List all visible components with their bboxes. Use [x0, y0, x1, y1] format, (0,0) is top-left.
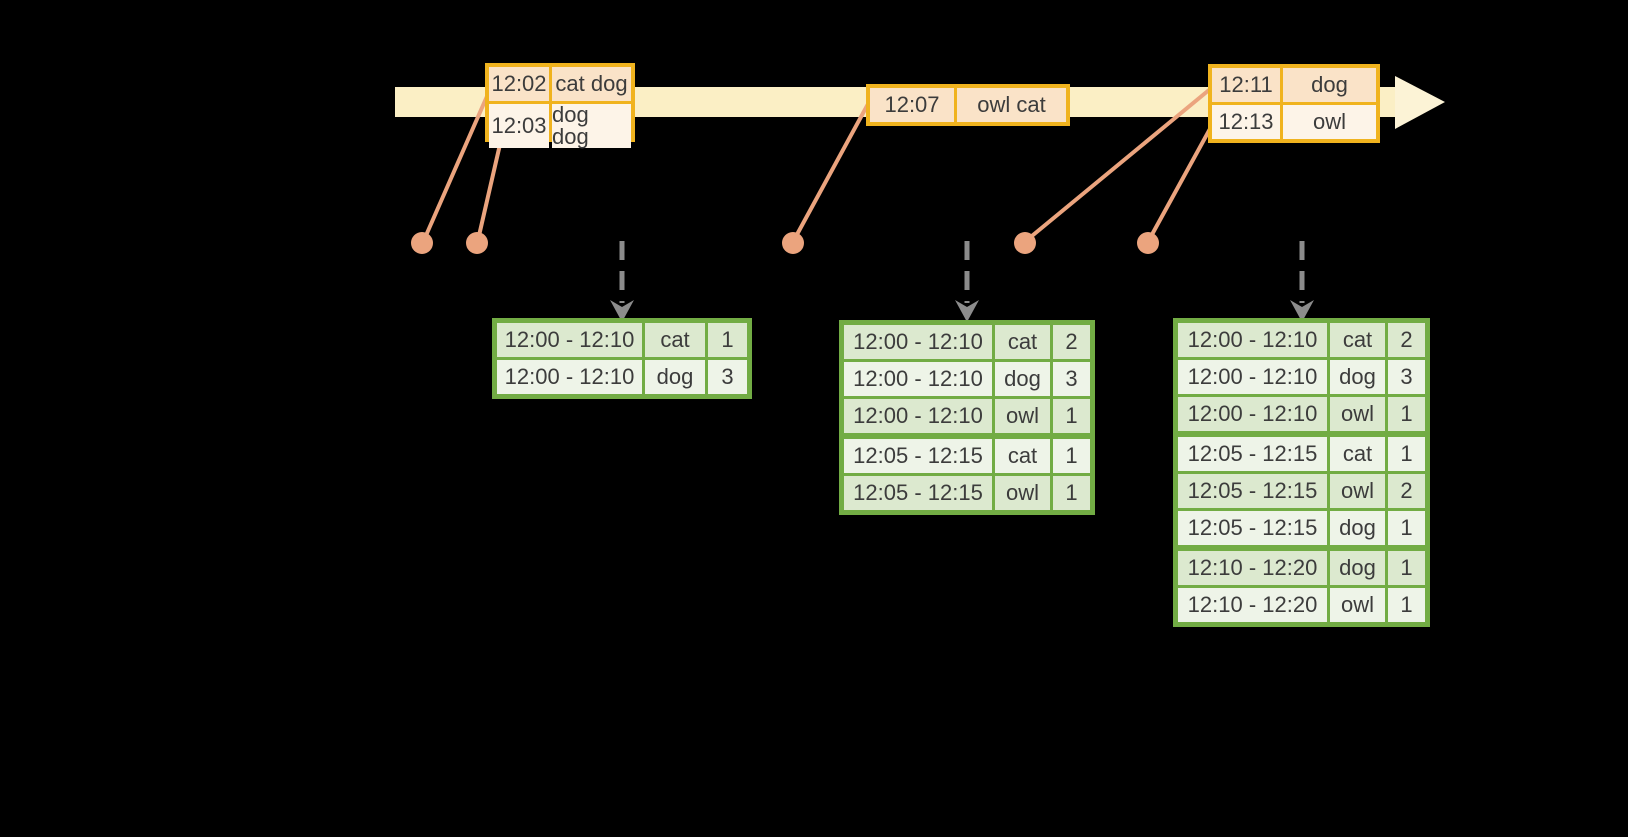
window-cell: 12:00 - 12:10 — [844, 399, 992, 433]
event-time-cell: 12:03 — [489, 104, 549, 148]
event-dot-icon — [782, 232, 804, 254]
word-cell: cat — [645, 323, 705, 357]
count-cell: 3 — [1388, 360, 1425, 394]
window-cell: 12:00 - 12:10 — [844, 362, 992, 396]
event-words-cell: owl — [1283, 105, 1376, 139]
word-cell: owl — [995, 399, 1050, 433]
count-cell: 1 — [1388, 511, 1425, 545]
word-cell: owl — [1330, 474, 1385, 508]
word-cell: dog — [1330, 551, 1385, 585]
event-connector — [476, 139, 503, 241]
count-cell: 1 — [1388, 397, 1425, 431]
window-cell: 12:05 - 12:15 — [1178, 437, 1327, 471]
event-connector — [1147, 126, 1213, 241]
count-cell: 2 — [1053, 325, 1090, 359]
count-cell: 1 — [1053, 439, 1090, 473]
word-cell: dog — [995, 362, 1050, 396]
trigger-arrow-icon — [955, 241, 979, 322]
window-cell: 12:05 - 12:15 — [1178, 474, 1327, 508]
word-cell: cat — [995, 325, 1050, 359]
event-words-cell: dog dog — [552, 104, 631, 148]
event-dot-icon — [466, 232, 488, 254]
event-connector — [422, 93, 490, 241]
word-cell: cat — [995, 439, 1050, 473]
window-cell: 12:00 - 12:10 — [497, 360, 642, 394]
window-cell: 12:00 - 12:10 — [1178, 323, 1327, 357]
count-cell: 1 — [1388, 588, 1425, 622]
count-cell: 2 — [1388, 474, 1425, 508]
count-cell: 3 — [1053, 362, 1090, 396]
event-connector — [792, 103, 870, 241]
window-cell: 12:05 - 12:15 — [844, 439, 992, 473]
word-cell: dog — [1330, 360, 1385, 394]
event-words-cell: cat dog — [552, 67, 631, 101]
event-time-cell: 12:07 — [870, 88, 954, 122]
event-dot-icon — [411, 232, 433, 254]
count-cell: 2 — [1388, 323, 1425, 357]
word-cell: owl — [995, 476, 1050, 510]
word-cell: dog — [645, 360, 705, 394]
word-cell: owl — [1330, 397, 1385, 431]
window-cell: 12:05 - 12:15 — [1178, 511, 1327, 545]
word-cell: cat — [1330, 437, 1385, 471]
window-cell: 12:00 - 12:10 — [844, 325, 992, 359]
window-cell: 12:05 - 12:15 — [844, 476, 992, 510]
event-words-cell: dog — [1283, 68, 1376, 102]
event-time-cell: 12:13 — [1212, 105, 1280, 139]
window-cell: 12:10 - 12:20 — [1178, 588, 1327, 622]
event-time-cell: 12:02 — [489, 67, 549, 101]
count-cell: 3 — [708, 360, 747, 394]
window-cell: 12:00 - 12:10 — [1178, 397, 1327, 431]
word-cell: dog — [1330, 511, 1385, 545]
event-dot-icon — [1137, 232, 1159, 254]
window-cell: 12:00 - 12:10 — [497, 323, 642, 357]
trigger-arrow-icon — [1290, 241, 1314, 322]
event-dot-icon — [1014, 232, 1036, 254]
trigger-arrow-icon — [610, 241, 634, 322]
count-cell: 1 — [1053, 399, 1090, 433]
timeline-arrow-icon — [1395, 76, 1445, 129]
word-cell: owl — [1330, 588, 1385, 622]
count-cell: 1 — [708, 323, 747, 357]
count-cell: 1 — [1388, 551, 1425, 585]
event-connector — [1025, 88, 1211, 242]
word-cell: cat — [1330, 323, 1385, 357]
event-time-cell: 12:11 — [1212, 68, 1280, 102]
count-cell: 1 — [1388, 437, 1425, 471]
count-cell: 1 — [1053, 476, 1090, 510]
window-cell: 12:10 - 12:20 — [1178, 551, 1327, 585]
window-cell: 12:00 - 12:10 — [1178, 360, 1327, 394]
event-words-cell: owl cat — [957, 88, 1066, 122]
